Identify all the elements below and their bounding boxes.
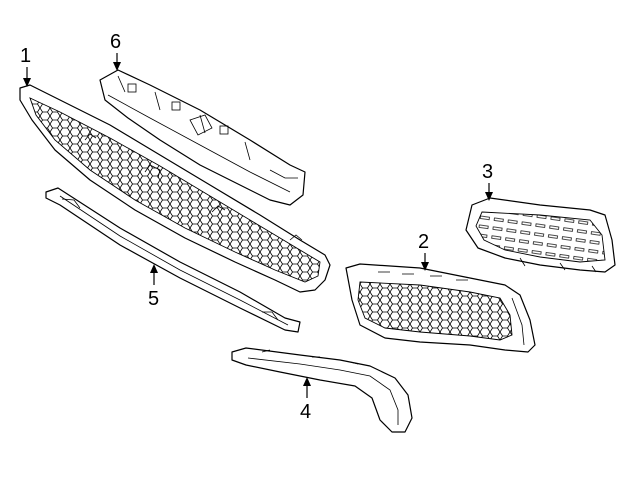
lower-grille-icon xyxy=(19,84,331,293)
arrowhead-4 xyxy=(303,377,311,386)
callout-4: 4 xyxy=(300,377,311,423)
fog-lamp-grille-icon xyxy=(345,263,536,353)
arrowhead-2 xyxy=(421,262,429,271)
grille-bracket-icon xyxy=(99,69,306,206)
callout-label-5: 5 xyxy=(148,288,159,310)
callout-label-1: 1 xyxy=(20,45,31,67)
arrowhead-5 xyxy=(150,264,158,273)
callout-label-3: 3 xyxy=(482,161,493,183)
lower-molding-strip-icon xyxy=(45,187,301,333)
callout-5: 5 xyxy=(148,264,159,310)
callout-label-6: 6 xyxy=(110,31,121,53)
callout-label-2: 2 xyxy=(418,231,429,253)
callout-6: 6 xyxy=(110,31,121,71)
callout-1: 1 xyxy=(20,45,31,87)
arrowhead-6 xyxy=(113,62,121,71)
callout-3: 3 xyxy=(482,161,493,201)
arrowhead-3 xyxy=(485,192,493,201)
arrowhead-1 xyxy=(23,78,31,87)
grille-insert-icon xyxy=(465,197,616,273)
molding-trim-icon xyxy=(231,347,413,433)
callout-label-4: 4 xyxy=(300,401,311,423)
callout-2: 2 xyxy=(418,231,429,271)
